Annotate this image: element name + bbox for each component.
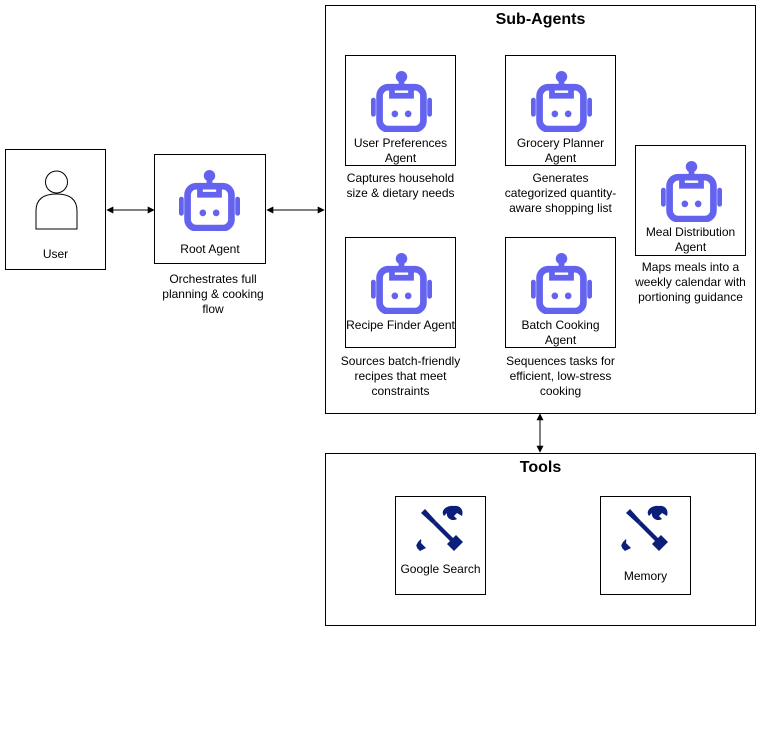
robot-icon (661, 161, 722, 222)
user-label: User (42, 247, 69, 261)
user-preferences-agent-label: User Preferences Agent (353, 136, 448, 165)
user-preferences-agent-caption: Captures household size & dietary needs (346, 171, 455, 200)
batch-cooking-agent-node[interactable]: Batch Cooking Agent (505, 237, 616, 348)
robot-icon (371, 253, 432, 314)
recipe-finder-agent-label: Recipe Finder Agent (346, 318, 455, 332)
robot-icon (531, 71, 592, 132)
root-agent-label: Root Agent (180, 242, 240, 256)
grocery-planner-agent-caption: Generates categorized quantity-aware sho… (504, 171, 617, 215)
memory-tool-label: Memory (623, 569, 668, 583)
robot-icon (371, 71, 432, 132)
user-preferences-agent-node[interactable]: User Preferences Agent (345, 55, 456, 166)
memory-tool-node[interactable]: Memory (600, 496, 691, 595)
google-search-tool-node[interactable]: Google Search (395, 496, 486, 595)
root-agent-caption: Orchestrates full planning & cooking flo… (162, 272, 264, 316)
person-icon (35, 170, 78, 230)
meal-distribution-agent-caption: Maps meals into a weekly calendar with p… (635, 260, 746, 304)
wrench-screwdriver-icon (416, 504, 464, 552)
root-agent-node[interactable]: Root Agent (154, 154, 266, 264)
grocery-planner-agent-label: Grocery Planner Agent (516, 136, 605, 165)
robot-icon (179, 170, 240, 231)
wrench-screwdriver-icon (621, 504, 669, 552)
recipe-finder-agent-node[interactable]: Recipe Finder Agent (345, 237, 456, 348)
meal-distribution-agent-label: Meal Distribution Agent (645, 225, 736, 254)
batch-cooking-agent-caption: Sequences tasks for efficient, low-stres… (506, 354, 615, 398)
tools-title: Tools (519, 459, 562, 476)
user-node[interactable]: User (5, 149, 106, 270)
robot-icon (531, 253, 592, 314)
grocery-planner-agent-node[interactable]: Grocery Planner Agent (505, 55, 616, 166)
google-search-tool-label: Google Search (400, 562, 481, 576)
recipe-finder-agent-caption: Sources batch-friendly recipes that meet… (340, 354, 461, 398)
tools-container: Tools (325, 453, 756, 626)
batch-cooking-agent-label: Batch Cooking Agent (521, 318, 600, 347)
meal-distribution-agent-node[interactable]: Meal Distribution Agent (635, 145, 746, 256)
sub-agents-title: Sub-Agents (495, 11, 586, 28)
